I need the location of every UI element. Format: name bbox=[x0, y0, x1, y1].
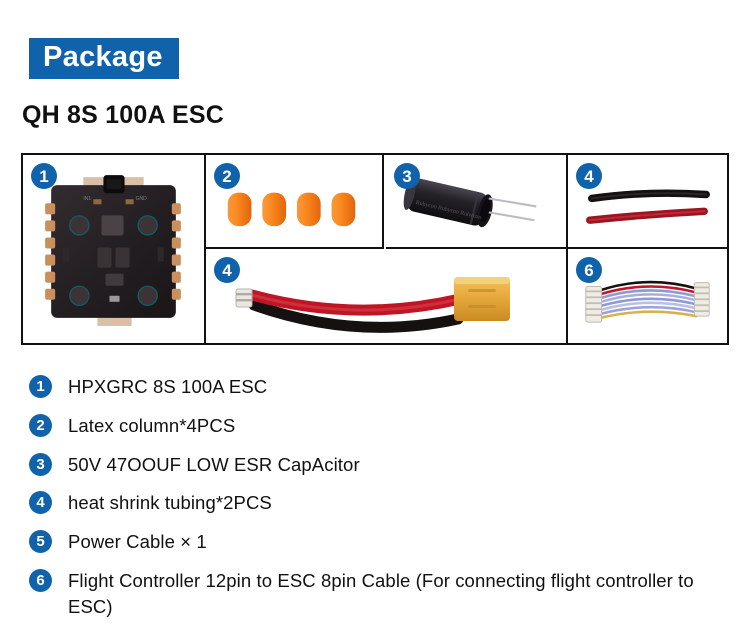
list-item-label-2: Latex column*4PCS bbox=[68, 414, 236, 436]
grid-cell-esc-board: 1 bbox=[23, 155, 206, 343]
package-contents-list: 1 HPXGRC 8S 100A ESC 2 Latex column*4PCS… bbox=[29, 374, 729, 633]
esc-board-image: IN1 GND bbox=[45, 175, 181, 326]
package-banner: Package bbox=[29, 38, 179, 80]
latex-columns-image bbox=[227, 192, 356, 227]
grid-cell-flight-controller-cable: 6 bbox=[568, 249, 727, 343]
power-cable-image bbox=[235, 277, 510, 333]
list-badge-3: 3 bbox=[29, 452, 52, 476]
grid-cell-latex-columns: 2 bbox=[206, 155, 384, 249]
capacitor-image: Rubycon Rubycon Rubycon bbox=[403, 177, 537, 228]
heat-shrink-tubing-image bbox=[586, 189, 710, 224]
list-item: 1 HPXGRC 8S 100A ESC bbox=[29, 374, 729, 400]
package-contents-grid: 1 bbox=[21, 153, 729, 345]
grid-cell-power-cable: 4 bbox=[206, 249, 568, 343]
list-badge-4: 4 bbox=[29, 491, 52, 515]
list-item-label-4: heat shrink tubing*2PCS bbox=[68, 492, 272, 514]
list-item-label-3: 50V 47OOUF LOW ESR CapAcitor bbox=[68, 453, 360, 475]
cell-badge-6: 6 bbox=[576, 257, 602, 283]
grid-cell-heat-shrink-tubing: 4 bbox=[568, 155, 727, 249]
list-item: 4 heat shrink tubing*2PCS bbox=[29, 490, 729, 516]
list-item: 2 Latex column*4PCS bbox=[29, 413, 729, 439]
list-badge-2: 2 bbox=[29, 413, 52, 437]
cell-badge-3: 3 bbox=[394, 163, 420, 189]
list-item: 5 Power Cable × 1 bbox=[29, 529, 729, 555]
svg-text:IN1: IN1 bbox=[83, 196, 91, 202]
svg-text:GND: GND bbox=[136, 196, 148, 202]
list-badge-1: 1 bbox=[29, 375, 52, 398]
list-badge-5: 5 bbox=[29, 530, 52, 554]
list-badge-6: 6 bbox=[29, 568, 52, 592]
product-title: QH 8S 100A ESC bbox=[22, 101, 224, 129]
grid-cell-capacitor: 3 Rubycon Rubycon Rubycon bbox=[386, 155, 568, 249]
list-item: 6 Flight Controller 12pin to ESC 8pin Ca… bbox=[29, 568, 729, 621]
list-item-label-5: Power Cable × 1 bbox=[68, 531, 207, 553]
list-item-label-6: Flight Controller 12pin to ESC 8pin Cabl… bbox=[68, 569, 694, 618]
cell-badge-2: 2 bbox=[214, 163, 240, 189]
cell-badge-1: 1 bbox=[31, 163, 57, 189]
cell-badge-5: 4 bbox=[214, 257, 240, 283]
cell-badge-4: 4 bbox=[576, 163, 602, 189]
list-item: 3 50V 47OOUF LOW ESR CapAcitor bbox=[29, 452, 729, 478]
flight-controller-cable-image bbox=[585, 280, 710, 323]
list-item-label-1: HPXGRC 8S 100A ESC bbox=[68, 376, 268, 397]
